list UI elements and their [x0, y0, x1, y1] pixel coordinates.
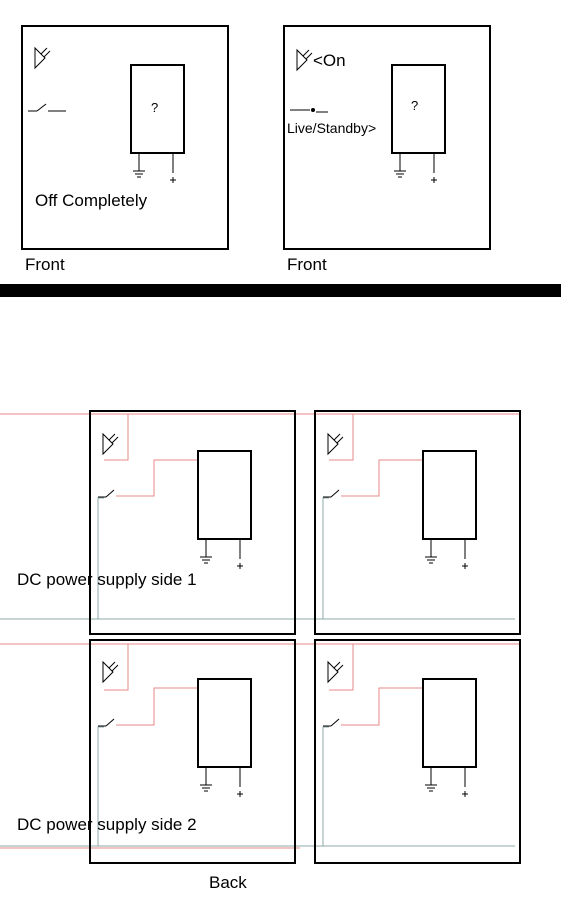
supply-side-1-label: DC power supply side 1 [17, 570, 197, 589]
back-panel-4 [314, 639, 521, 864]
standby-label: Live/Standby> [287, 120, 376, 136]
unknown-device-box [130, 64, 185, 154]
front-panel-on: <On Live/Standby> ? [283, 25, 491, 250]
back-panel-2 [314, 410, 521, 635]
panel-frame [283, 25, 491, 250]
switch-open-icon [28, 103, 66, 112]
hot-wires [0, 413, 520, 849]
ground-terminal-icon [424, 538, 438, 564]
panel-frame [314, 639, 521, 864]
plus-terminal-icon [169, 152, 177, 184]
led-icon [102, 433, 119, 455]
device-box [197, 450, 252, 540]
ground-terminal-icon [393, 152, 407, 178]
panel-frame [89, 639, 296, 864]
front-caption-left: Front [25, 255, 65, 274]
section-divider [0, 284, 561, 297]
ground-terminal-icon [199, 766, 213, 792]
device-mark: ? [411, 98, 418, 113]
switch-open-icon [98, 718, 115, 727]
led-icon [102, 661, 119, 683]
plus-terminal-icon [236, 766, 244, 798]
plus-terminal-icon [236, 538, 244, 570]
led-icon [34, 47, 51, 69]
switch-open-icon [323, 489, 340, 498]
back-panel-3 [89, 639, 296, 864]
plus-terminal-icon [461, 766, 469, 798]
plus-terminal-icon [430, 152, 438, 184]
front-caption-right: Front [287, 255, 327, 274]
unknown-device-box [391, 64, 446, 154]
led-icon [296, 49, 313, 71]
device-box [422, 450, 477, 540]
panel-frame [21, 25, 229, 250]
return-wires [0, 497, 515, 847]
back-panel-1 [89, 410, 296, 635]
led-icon [327, 661, 344, 683]
ground-terminal-icon [424, 766, 438, 792]
switch-open-icon [323, 718, 340, 727]
ground-terminal-icon [132, 152, 146, 178]
led-icon [327, 433, 344, 455]
state-label: Off Completely [35, 191, 148, 210]
front-panel-off: ? Off Completely [21, 25, 229, 250]
plus-terminal-icon [461, 538, 469, 570]
ground-terminal-icon [199, 538, 213, 564]
device-box [197, 678, 252, 768]
back-caption: Back [209, 873, 247, 892]
panel-frame [89, 410, 296, 635]
device-box [422, 678, 477, 768]
switch-toggle-icon [290, 108, 328, 113]
device-mark: ? [151, 100, 158, 115]
panel-frame [314, 410, 521, 635]
supply-side-2-label: DC power supply side 2 [17, 815, 197, 834]
switch-open-icon [98, 489, 115, 498]
on-label: <On [313, 51, 346, 70]
